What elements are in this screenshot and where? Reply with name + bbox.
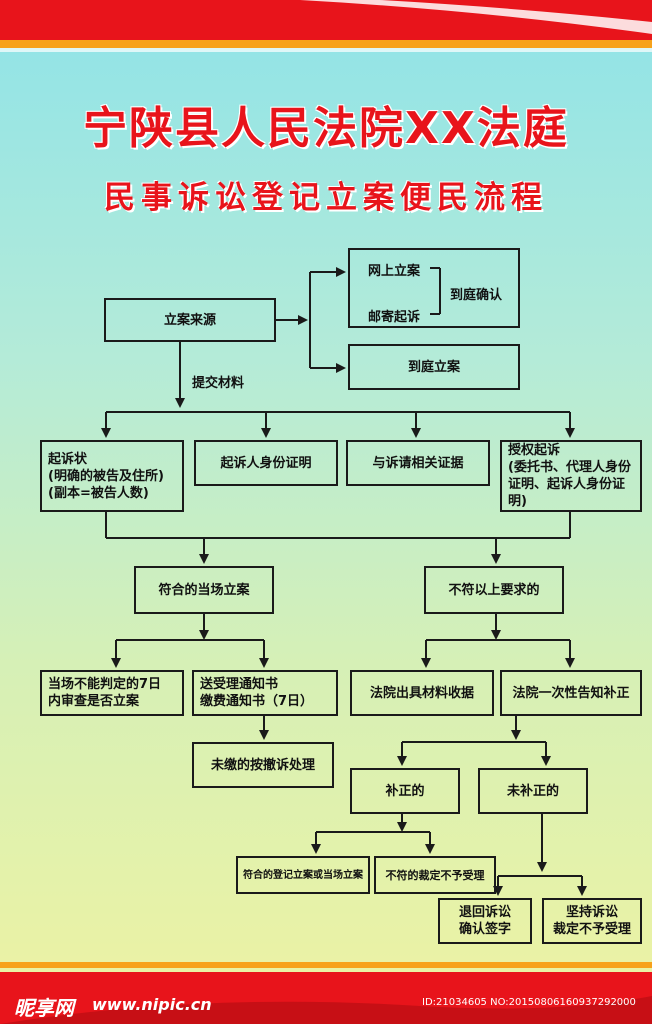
authorize-text: 授权起诉 (委托书、代理人身份证明、起诉人身份证明)	[508, 443, 631, 509]
in-court-text: 到庭立案	[407, 359, 460, 375]
register-text: 符合的登记立案或当场立案	[243, 869, 363, 881]
insist-box: 坚持诉讼 裁定不予受理	[542, 898, 642, 944]
not-corrected-box: 未补正的	[478, 768, 588, 814]
not-meets-text: 不符以上要求的	[448, 582, 540, 598]
source-text: 立案来源	[163, 312, 216, 328]
submit-label: 提交材料	[192, 376, 245, 391]
meets-text: 符合的当场立案	[158, 582, 250, 598]
evidence-text: 与诉请相关证据	[372, 455, 464, 471]
authorize-box: 授权起诉 (委托书、代理人身份证明、起诉人身份证明)	[500, 440, 642, 512]
in-court-box: 到庭立案	[348, 344, 520, 390]
notice-box: 送受理通知书 缴费通知书（7日）	[192, 670, 338, 716]
corrected-text: 补正的	[385, 783, 425, 799]
not-meets-box: 不符以上要求的	[424, 566, 564, 614]
notice-text: 送受理通知书 缴费通知书（7日）	[200, 677, 314, 709]
watermark-logo: 昵享网	[14, 996, 74, 1020]
confirm-text: 到庭确认	[450, 288, 503, 303]
seven-days-box: 当场不能判定的7日 内审查是否立案	[40, 670, 184, 716]
page-title: 宁陕县人民法院XX法庭	[83, 103, 569, 154]
online-text: 网上立案	[368, 264, 421, 279]
one-time-box: 法院一次性告知补正	[500, 670, 642, 716]
identity-text: 起诉人身份证明	[220, 455, 312, 471]
corrected-box: 补正的	[350, 768, 460, 814]
reject-text: 不符的裁定不予受理	[385, 868, 485, 882]
source-box: 立案来源	[104, 298, 276, 342]
mail-text: 邮寄起诉	[368, 310, 421, 325]
watermark-site: www.nipic.cn	[92, 995, 212, 1014]
watermark-id: ID:21034605 NO:20150806160937292000	[422, 997, 636, 1008]
bottom-decorative-band	[0, 962, 652, 1024]
online-mail-box	[348, 248, 520, 328]
not-corrected-text: 未补正的	[506, 783, 559, 799]
complaint-text: 起诉状 (明确的被告及住所) (副本=被告人数)	[48, 451, 164, 501]
register-box: 符合的登记立案或当场立案	[236, 856, 370, 894]
return-box: 退回诉讼 确认签字	[438, 898, 532, 944]
insist-text: 坚持诉讼 裁定不予受理	[552, 905, 631, 937]
complaint-box: 起诉状 (明确的被告及住所) (副本=被告人数)	[40, 440, 184, 512]
evidence-box: 与诉请相关证据	[346, 440, 490, 486]
meets-box: 符合的当场立案	[134, 566, 274, 614]
identity-box: 起诉人身份证明	[194, 440, 338, 486]
seven-days-text: 当场不能判定的7日 内审查是否立案	[48, 677, 162, 709]
one-time-text: 法院一次性告知补正	[512, 685, 630, 701]
unpaid-box: 未缴的按撤诉处理	[192, 742, 334, 788]
reject-box: 不符的裁定不予受理	[374, 856, 496, 894]
page-subtitle: 民事诉讼登记立案便民流程	[104, 180, 548, 216]
receipt-box: 法院出具材料收据	[350, 670, 494, 716]
receipt-text: 法院出具材料收据	[369, 685, 474, 701]
top-decorative-band	[0, 0, 652, 52]
unpaid-text: 未缴的按撤诉处理	[210, 757, 315, 773]
return-text: 退回诉讼 确认签字	[458, 905, 511, 937]
